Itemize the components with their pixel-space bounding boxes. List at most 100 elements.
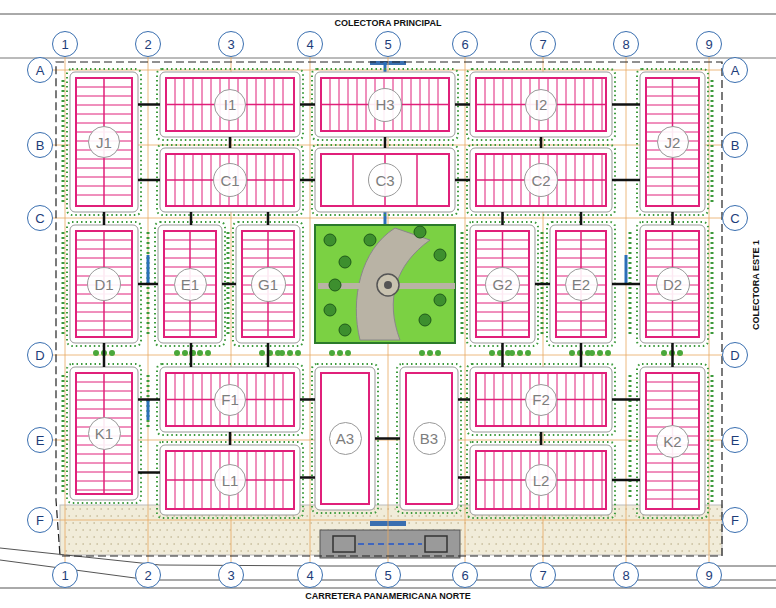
grid-bubble: C xyxy=(27,205,53,231)
entrance-booth xyxy=(333,536,355,552)
hatch-dot xyxy=(635,515,637,517)
lot-line xyxy=(476,330,529,331)
hatch-dot xyxy=(138,515,140,517)
hatch-dot xyxy=(117,543,119,545)
grid-line xyxy=(52,520,724,521)
hatch-dot xyxy=(614,543,616,545)
hatch-dot xyxy=(712,529,714,531)
lot-line xyxy=(321,154,449,206)
block-id: B3 xyxy=(413,422,446,455)
hatch-dot xyxy=(674,536,676,538)
hatch-dot xyxy=(467,529,469,531)
lot-line xyxy=(366,78,367,131)
lot-line xyxy=(566,154,567,206)
lot-line xyxy=(242,240,294,241)
walkway-link xyxy=(375,437,400,440)
hatch-dot xyxy=(513,550,515,552)
hatch-dot xyxy=(506,536,508,538)
hatch-dot xyxy=(268,536,270,538)
hatch-dot xyxy=(173,543,175,545)
lot-line xyxy=(646,400,699,401)
grid-id: C xyxy=(35,212,44,225)
hatch-dot xyxy=(516,543,518,545)
lot-line xyxy=(202,373,203,426)
block-outline xyxy=(470,445,612,515)
lot-line xyxy=(76,240,132,241)
hatch-dot xyxy=(471,550,473,552)
grid-bubble: 2 xyxy=(135,31,161,57)
lot-line xyxy=(274,373,275,426)
hatch-dot xyxy=(716,536,718,538)
lot-line xyxy=(184,78,185,131)
entrance xyxy=(320,530,460,558)
hatch-dot xyxy=(677,529,679,531)
hatch-dot xyxy=(586,529,588,531)
park-tree xyxy=(419,314,431,326)
hatch-dot xyxy=(86,522,88,524)
hatch-dot xyxy=(642,543,644,545)
hatch-dot xyxy=(198,550,200,552)
tree xyxy=(259,350,265,356)
hatch-dot xyxy=(138,543,140,545)
lot-line xyxy=(175,373,176,426)
hatch-dot xyxy=(618,522,620,524)
hatch-dot xyxy=(663,543,665,545)
hatch-dot xyxy=(93,522,95,524)
grid-bubble: 7 xyxy=(530,31,556,57)
hatch-dot xyxy=(96,515,98,517)
hatch-dot xyxy=(716,550,718,552)
hatch-dot xyxy=(674,550,676,552)
hatch-dot xyxy=(93,508,95,510)
hatch-dot xyxy=(334,515,336,517)
block-trees xyxy=(67,222,141,346)
grid-id: 8 xyxy=(622,569,629,582)
hatch-dot xyxy=(292,543,294,545)
grid-id: 7 xyxy=(539,569,546,582)
block-trees xyxy=(467,364,615,435)
lot-line xyxy=(593,78,594,131)
block-outline xyxy=(70,367,138,500)
hatch-dot xyxy=(121,550,123,552)
walkway-link xyxy=(671,212,674,225)
hatch-dot xyxy=(212,522,214,524)
hatch-dot xyxy=(299,543,301,545)
hatch-dot xyxy=(240,522,242,524)
hatch-dot xyxy=(338,522,340,524)
lot-line xyxy=(476,321,529,322)
hatch-dot xyxy=(292,529,294,531)
hatch-dot xyxy=(478,536,480,538)
walkway-link xyxy=(138,398,160,401)
hatch-dot xyxy=(72,550,74,552)
hatch-dot xyxy=(163,550,165,552)
lot-block: C2 xyxy=(470,148,612,212)
hatch-dot xyxy=(604,536,606,538)
tree xyxy=(605,350,611,356)
hatch-dot xyxy=(254,536,256,538)
hatch-dot xyxy=(177,522,179,524)
walkway-link xyxy=(540,432,543,445)
hatch-dot xyxy=(576,550,578,552)
tree xyxy=(489,350,495,356)
block-id: L1 xyxy=(214,464,246,496)
lot-line xyxy=(76,303,132,304)
hatch-dot xyxy=(201,543,203,545)
hatch-dot xyxy=(219,536,221,538)
tree xyxy=(435,350,441,356)
hatch-dot xyxy=(268,550,270,552)
lot-line xyxy=(556,231,606,337)
lot-line xyxy=(485,373,486,426)
walkway-link xyxy=(229,432,232,445)
hatch-dot xyxy=(698,543,700,545)
lot-line xyxy=(476,258,529,259)
lot-line xyxy=(646,186,699,187)
hatch-dot xyxy=(656,543,658,545)
park-fountain xyxy=(384,281,392,289)
block-id: F2 xyxy=(525,384,557,416)
lot-line xyxy=(283,154,284,206)
lot-line xyxy=(476,312,529,313)
hatch-dot xyxy=(135,536,137,538)
lot-line xyxy=(76,312,132,313)
hatch-dot xyxy=(65,522,67,524)
hatch-dot xyxy=(572,543,574,545)
tree xyxy=(93,350,99,356)
